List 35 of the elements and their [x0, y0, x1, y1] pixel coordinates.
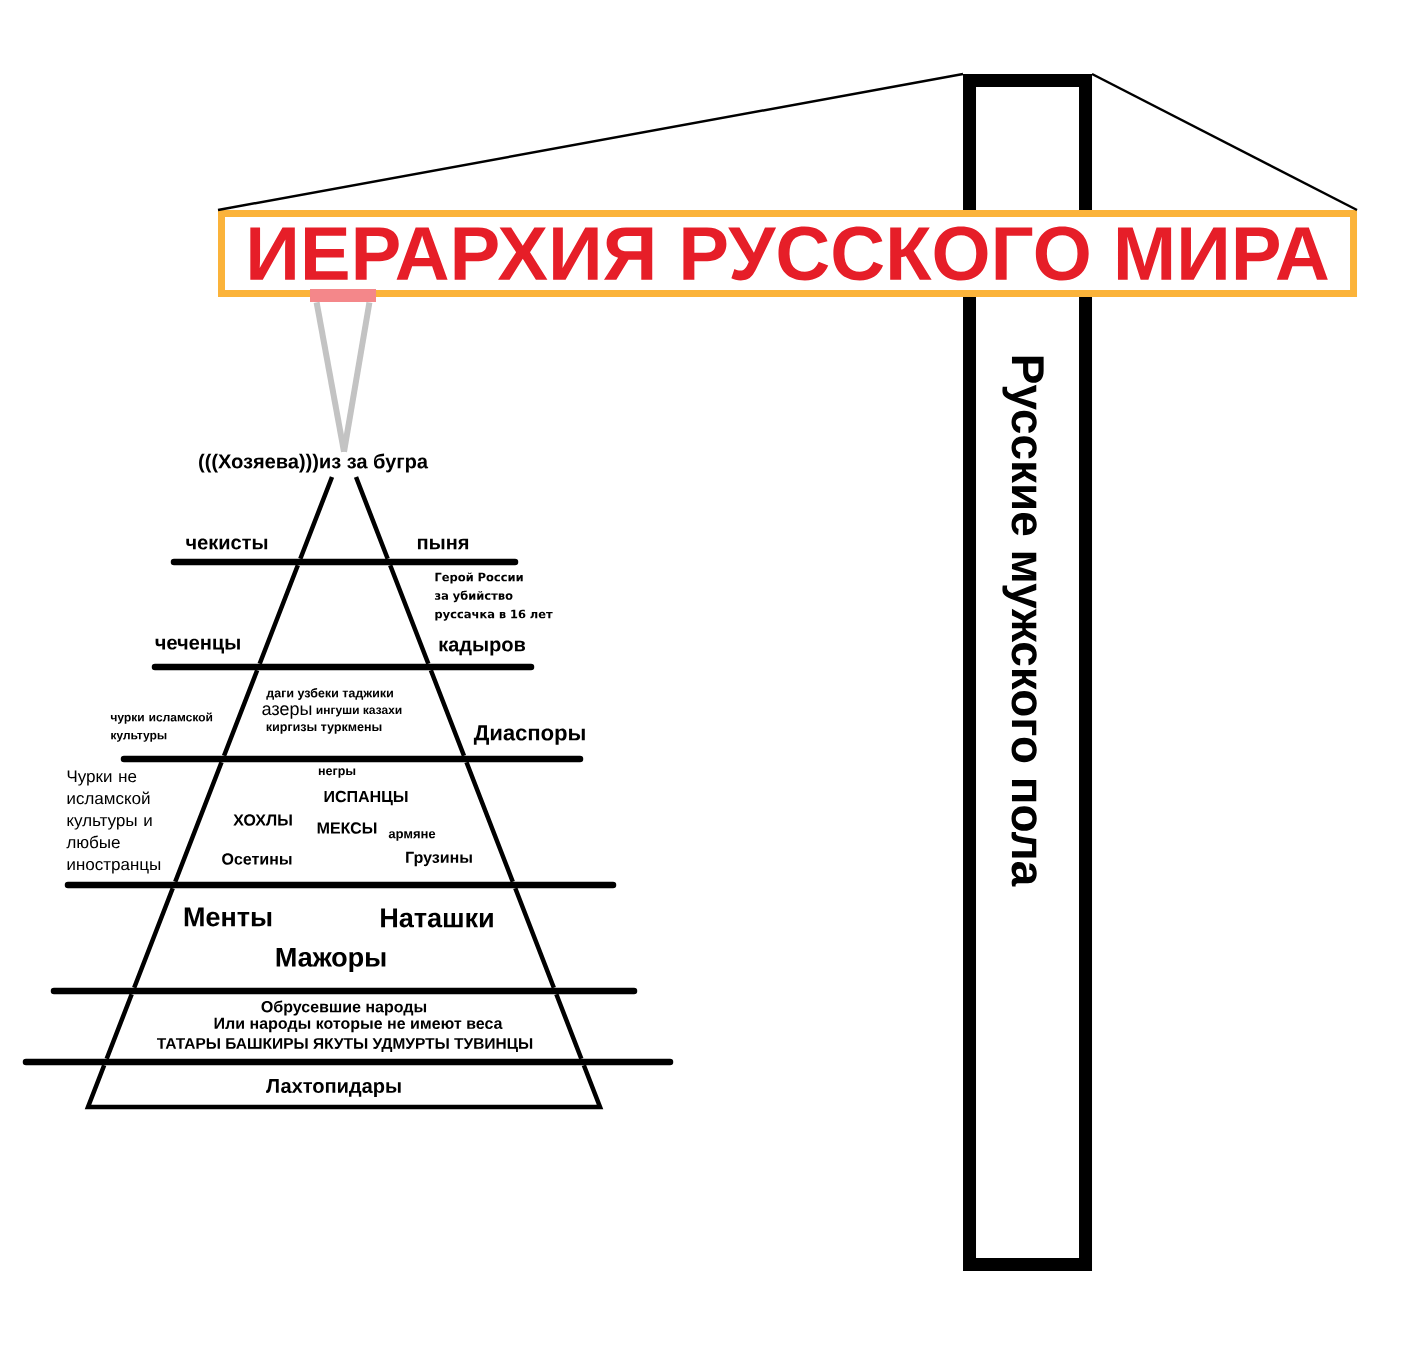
apex-label: (((Хозяева)))из за бугра: [196, 452, 430, 474]
tier-label: Или народы которые не имеют веса: [214, 1017, 503, 1033]
hanger-bar: [310, 289, 376, 302]
tier-label: Обрусевшие народы: [261, 1000, 427, 1016]
tier-label: Мажоры: [276, 947, 386, 973]
connector-line: [1091, 72, 1358, 212]
side-label: чурки исламской культуры: [110, 712, 213, 742]
tier-label: киргизы туркмены: [266, 724, 382, 734]
tier-label: Лахтопидары: [266, 1079, 401, 1097]
tier-label: Менты: [184, 907, 272, 927]
tier-label: ТАТАРЫ БАШКИРЫ ЯКУТЫ УДМУРТЫ ТУВИНЦЫ: [157, 1038, 533, 1052]
tier-label: армяне: [388, 831, 436, 841]
connector-line: [313, 301, 347, 453]
tier-label: ингуши казахи: [316, 707, 402, 717]
title-box: ИЕРАРХИЯ РУССКОГО МИРА: [218, 210, 1357, 297]
pyramid-tier: [298, 474, 390, 561]
tier-label: Осетины: [222, 853, 292, 865]
tier-label: даги узбеки таджики: [266, 688, 393, 700]
tier-label: МЕКСЫ: [317, 822, 377, 834]
side-label: Чурки не исламской культуры и любые иностранцы: [66, 770, 161, 874]
side-label: пыня: [417, 538, 469, 550]
side-label: чекисты: [186, 538, 268, 550]
tier-label: ИСПАНЦЫ: [324, 790, 408, 806]
side-label: чеченцы: [155, 638, 240, 654]
connector-line: [217, 72, 964, 212]
tier-label: ХОХЛЫ: [233, 814, 292, 826]
side-label: кадыров: [439, 640, 526, 656]
pyramid-tier: [257, 563, 431, 666]
side-label: Герой России за убийство руссачка в 16 лет: [435, 572, 553, 621]
tier-label: азеры: [262, 705, 312, 719]
tier-label: Наташки: [381, 908, 493, 928]
tier-label: Грузины: [406, 851, 472, 867]
side-label: Диаспоры: [473, 725, 585, 745]
tier-label: негры: [318, 768, 356, 778]
connector-line: [341, 301, 373, 453]
